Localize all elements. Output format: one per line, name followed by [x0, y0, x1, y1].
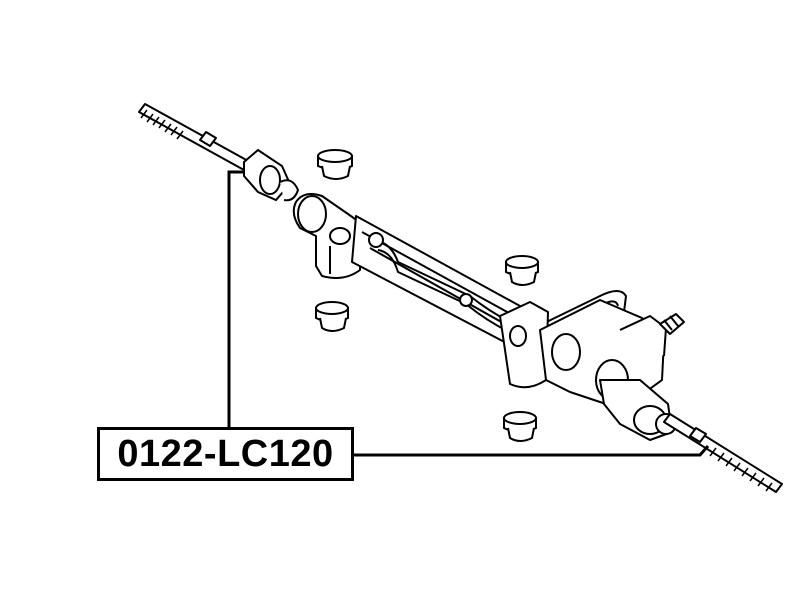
bushing [315, 301, 349, 332]
bushing [503, 411, 537, 442]
leader-line [354, 445, 710, 457]
right-tie-rod [663, 413, 783, 493]
left-tie-rod [138, 103, 251, 171]
bushing [505, 255, 539, 286]
steering-rack-housing [292, 193, 685, 441]
leader-line [227, 170, 243, 428]
part-number-label: 0122-LC120 [97, 427, 354, 481]
bushing [317, 149, 353, 180]
left-boot [243, 148, 300, 202]
